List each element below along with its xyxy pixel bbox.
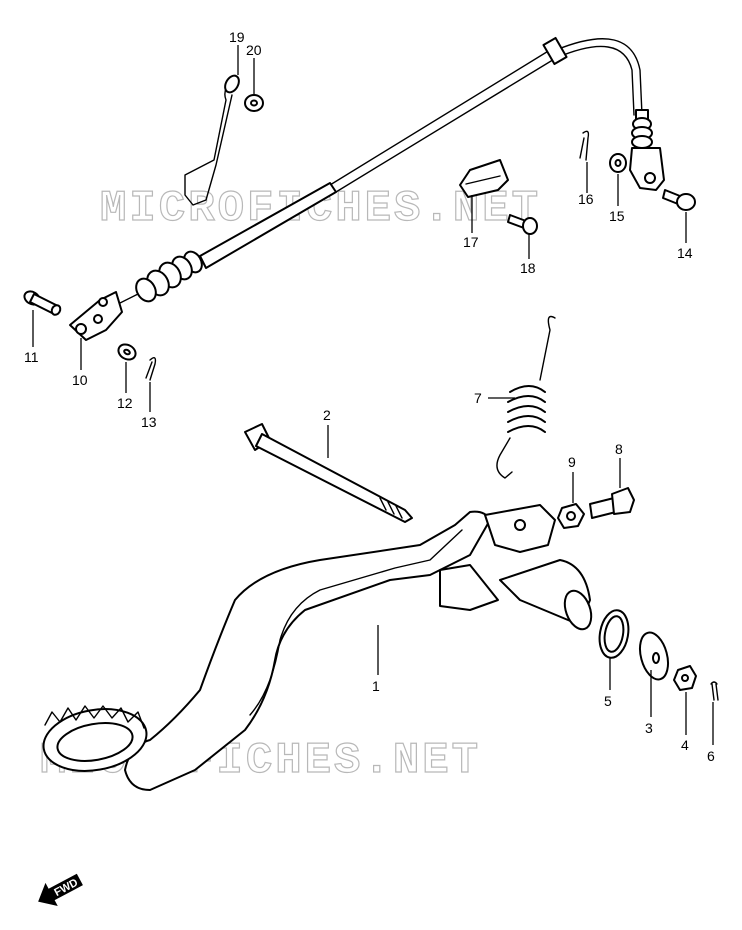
- callout-9: 9: [568, 454, 576, 470]
- nut-9: [557, 503, 585, 529]
- washer-3: [638, 631, 670, 681]
- callout-14: 14: [677, 245, 693, 261]
- cotter-pin-13: [145, 357, 157, 381]
- cotter-pin-16: [579, 130, 590, 161]
- washer-12: [117, 343, 137, 361]
- callout-8: 8: [615, 441, 623, 457]
- callout-4: 4: [681, 737, 689, 753]
- brake-cable: [117, 36, 653, 305]
- callout-12: 12: [117, 395, 133, 411]
- pin-14: [662, 189, 696, 211]
- bolt-18: [507, 214, 538, 235]
- clevis-lower: [69, 291, 123, 341]
- callout-11: 11: [24, 349, 39, 365]
- cable-boot-upper: [631, 109, 653, 149]
- callout-15: 15: [609, 208, 625, 224]
- cable-boot-lower: [135, 250, 203, 303]
- o-ring-5: [598, 609, 630, 659]
- callout-13: 13: [141, 414, 157, 430]
- callout-3: 3: [645, 720, 653, 736]
- callout-2: 2: [323, 407, 331, 423]
- callout-18: 18: [520, 260, 536, 276]
- bolt-2: [244, 423, 413, 523]
- fwd-label: FWD: [52, 877, 80, 899]
- callout-20: 20: [246, 42, 262, 58]
- pin-11: [23, 290, 62, 316]
- callout-17: 17: [463, 234, 479, 250]
- clamp-17: [459, 159, 509, 198]
- callout-10: 10: [72, 372, 88, 388]
- spring-7: [496, 315, 556, 479]
- fwd-arrow: FWD: [38, 873, 83, 907]
- nut-4: [673, 665, 697, 691]
- brake-pedal-1: [42, 504, 593, 791]
- callout-5: 5: [604, 693, 612, 709]
- callout-labels: 1 2 3 4 5 6 7 8 9 10 11 12 13 14 15 16 1…: [24, 29, 715, 764]
- callout-1: 1: [372, 678, 380, 694]
- cotter-pin-6: [710, 681, 719, 701]
- callout-6: 6: [707, 748, 715, 764]
- leader-lines: [32, 45, 714, 745]
- callout-19: 19: [229, 29, 245, 45]
- clevis-upper: [629, 147, 665, 191]
- bolt-8: [589, 487, 635, 519]
- callout-16: 16: [578, 191, 594, 207]
- rod-19: [184, 74, 240, 206]
- callout-7: 7: [474, 390, 482, 406]
- washer-20: [244, 94, 264, 112]
- washer-15: [609, 153, 627, 173]
